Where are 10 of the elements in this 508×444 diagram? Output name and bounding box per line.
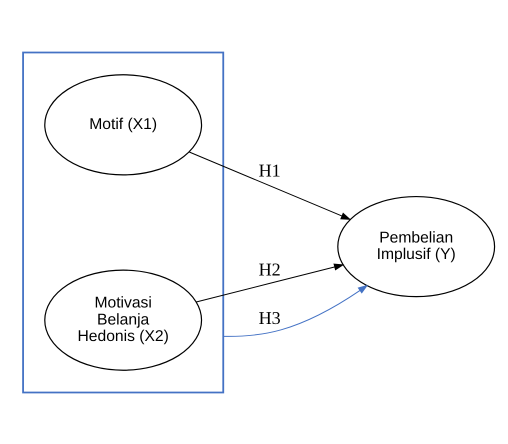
arrow: [196, 263, 344, 302]
edge-label: H1: [258, 160, 281, 180]
edge-label: H3: [258, 307, 281, 328]
cluster: [22, 51, 224, 393]
node-ellipse: Motivasi Belanja Hedonis (X2): [44, 269, 202, 370]
edge-label: H2: [258, 259, 281, 280]
node-ellipse: Motif (X1): [44, 74, 202, 175]
node-ellipse: Pembelian Implusif (Y): [337, 195, 496, 297]
arrow: [188, 151, 352, 220]
arrow: [222, 284, 368, 336]
